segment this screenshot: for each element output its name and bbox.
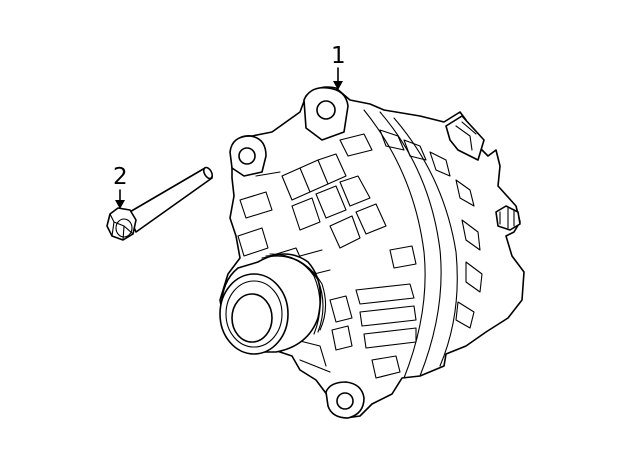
front-cooling-slots xyxy=(281,153,387,249)
pulley-rim xyxy=(225,280,283,348)
pulley-groove-2 xyxy=(265,254,324,333)
connector-plug xyxy=(445,115,485,161)
stator-band-outer xyxy=(379,111,442,377)
alternator-drawing[interactable] xyxy=(219,86,525,419)
bolt-head-facets xyxy=(109,213,134,241)
bolt-drawing[interactable] xyxy=(106,166,214,241)
callout-arrow-2 xyxy=(115,200,125,209)
pulley-hub xyxy=(231,293,273,343)
callout-label-1: 1 xyxy=(331,43,346,69)
bolt-shank xyxy=(127,167,213,233)
connector-ribs xyxy=(455,121,477,151)
bottom-mount-hole xyxy=(336,392,354,410)
bolt-tip xyxy=(202,166,214,180)
top-mount-hole xyxy=(316,100,336,120)
stator-band-inner xyxy=(363,109,426,379)
bolt-flange xyxy=(115,218,133,238)
callout-2[interactable]: 2 xyxy=(113,164,128,209)
rear-cooling-slots xyxy=(379,129,483,329)
pulley xyxy=(219,253,327,355)
callout-1[interactable]: 1 xyxy=(331,43,346,90)
left-mount-hole xyxy=(238,147,256,165)
terminal-stud-facets xyxy=(499,207,515,229)
lower-housing-ribs xyxy=(329,283,417,351)
stator-band-rear xyxy=(393,117,458,367)
pulley-groove-3 xyxy=(269,253,327,331)
callout-label-2: 2 xyxy=(113,164,128,190)
callout-arrow-1 xyxy=(333,81,343,90)
